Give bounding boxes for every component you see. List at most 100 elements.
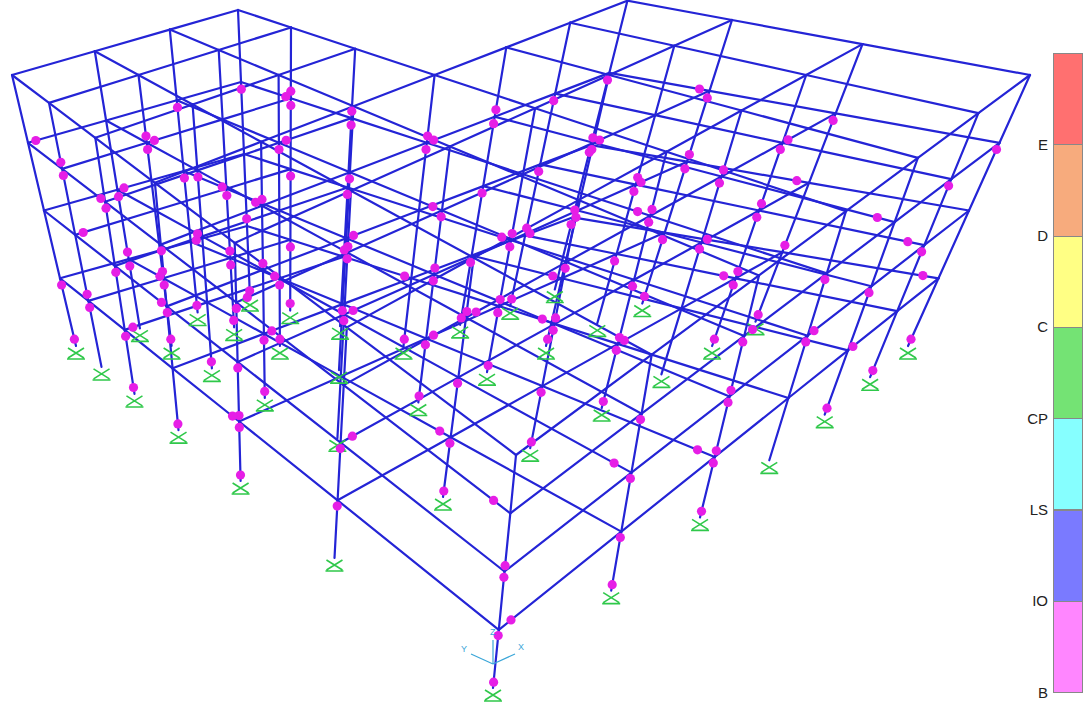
beam-line xyxy=(458,324,554,377)
fixed-support xyxy=(93,369,111,380)
beam-line xyxy=(236,253,347,303)
beam-line xyxy=(458,377,631,472)
beam-line xyxy=(95,51,139,75)
column-line xyxy=(769,398,788,460)
beam-line xyxy=(44,211,75,235)
beam-line xyxy=(49,103,95,138)
beam-line xyxy=(263,238,346,270)
plastic-hinge xyxy=(348,432,357,441)
plastic-hinge xyxy=(505,242,514,251)
beam-line xyxy=(117,190,155,211)
fixed-support xyxy=(131,330,149,341)
beam-line xyxy=(451,386,543,437)
column-line xyxy=(827,211,846,273)
fixed-support xyxy=(501,308,519,319)
plastic-hinge xyxy=(218,182,227,191)
column-line xyxy=(219,50,223,119)
plastic-hinge xyxy=(207,357,216,366)
plastic-hinge xyxy=(233,363,242,372)
plastic-hinge xyxy=(493,308,502,317)
beam-line xyxy=(226,169,290,189)
beam-line xyxy=(788,350,848,398)
beam-line xyxy=(262,172,350,206)
axis-line xyxy=(493,654,515,664)
plastic-hinge xyxy=(400,335,409,344)
plastic-hinge xyxy=(489,678,498,687)
beam-line xyxy=(239,376,341,421)
plastic-hinge xyxy=(267,326,276,335)
beam-line xyxy=(627,1,732,20)
plastic-hinge xyxy=(527,437,536,446)
beam-line xyxy=(555,73,609,94)
beam-line xyxy=(238,362,341,443)
plastic-hinge xyxy=(484,361,493,370)
plastic-hinge xyxy=(282,136,291,145)
plastic-hinge xyxy=(508,229,517,238)
beam-line xyxy=(555,94,655,116)
beam-line xyxy=(510,414,641,514)
axis-label: Z xyxy=(490,627,496,637)
plastic-hinge xyxy=(525,229,534,238)
plastic-hinge xyxy=(123,248,132,257)
plastic-hinge xyxy=(347,121,356,130)
plastic-hinge xyxy=(155,272,164,281)
plastic-hinge xyxy=(599,397,608,406)
plastic-hinge xyxy=(343,254,352,263)
plastic-hinge xyxy=(801,337,810,346)
beam-line xyxy=(827,222,895,273)
plastic-hinge xyxy=(697,507,706,516)
beam-line xyxy=(570,1,627,23)
beam-line xyxy=(472,256,562,279)
beam-line xyxy=(219,28,291,51)
beam-line xyxy=(60,259,129,278)
plastic-hinge xyxy=(421,145,430,154)
plastic-hinge xyxy=(640,292,649,301)
column-line xyxy=(337,376,340,438)
fixed-support xyxy=(652,376,670,387)
plastic-hinge xyxy=(472,307,481,316)
plastic-hinge xyxy=(693,445,702,454)
fixed-support xyxy=(899,348,917,359)
plastic-hinge xyxy=(567,220,576,229)
fixed-support xyxy=(225,329,243,340)
beam-line xyxy=(655,115,783,143)
column-line xyxy=(609,1,627,73)
beam-line xyxy=(173,368,240,421)
plastic-hinge xyxy=(710,335,719,344)
beam-line xyxy=(742,75,807,111)
beam-line xyxy=(578,185,636,211)
beam-line xyxy=(554,324,729,396)
beam-line xyxy=(12,75,49,103)
plastic-hinge xyxy=(543,335,552,344)
beam-line xyxy=(631,396,729,472)
beam-line xyxy=(506,23,570,48)
beam-line xyxy=(715,398,789,457)
beam-line xyxy=(279,49,356,75)
beam-line xyxy=(621,457,715,532)
plastic-hinge xyxy=(748,325,757,334)
plastic-hinge xyxy=(491,105,500,114)
beam-line xyxy=(434,274,554,324)
column-line xyxy=(341,385,344,443)
column-line xyxy=(238,10,241,82)
plastic-hinge xyxy=(538,315,547,324)
plastic-hinge xyxy=(31,136,40,145)
beam-line xyxy=(570,23,674,46)
beam-line xyxy=(341,443,505,572)
beam-line xyxy=(170,10,238,30)
plastic-hinge xyxy=(620,336,629,345)
legend-swatch xyxy=(1053,236,1083,328)
beam-line xyxy=(344,318,466,386)
plastic-hinge xyxy=(534,167,543,176)
fixed-support xyxy=(703,348,721,359)
beam-line xyxy=(62,143,147,169)
fixed-support xyxy=(330,372,348,383)
fixed-support xyxy=(331,328,349,339)
beam-line xyxy=(516,355,652,455)
plastic-hinge xyxy=(754,310,763,319)
plastic-hinge xyxy=(712,446,721,455)
plastic-hinge xyxy=(259,336,268,345)
beam-line xyxy=(347,258,474,328)
plastic-hinge xyxy=(695,84,704,93)
